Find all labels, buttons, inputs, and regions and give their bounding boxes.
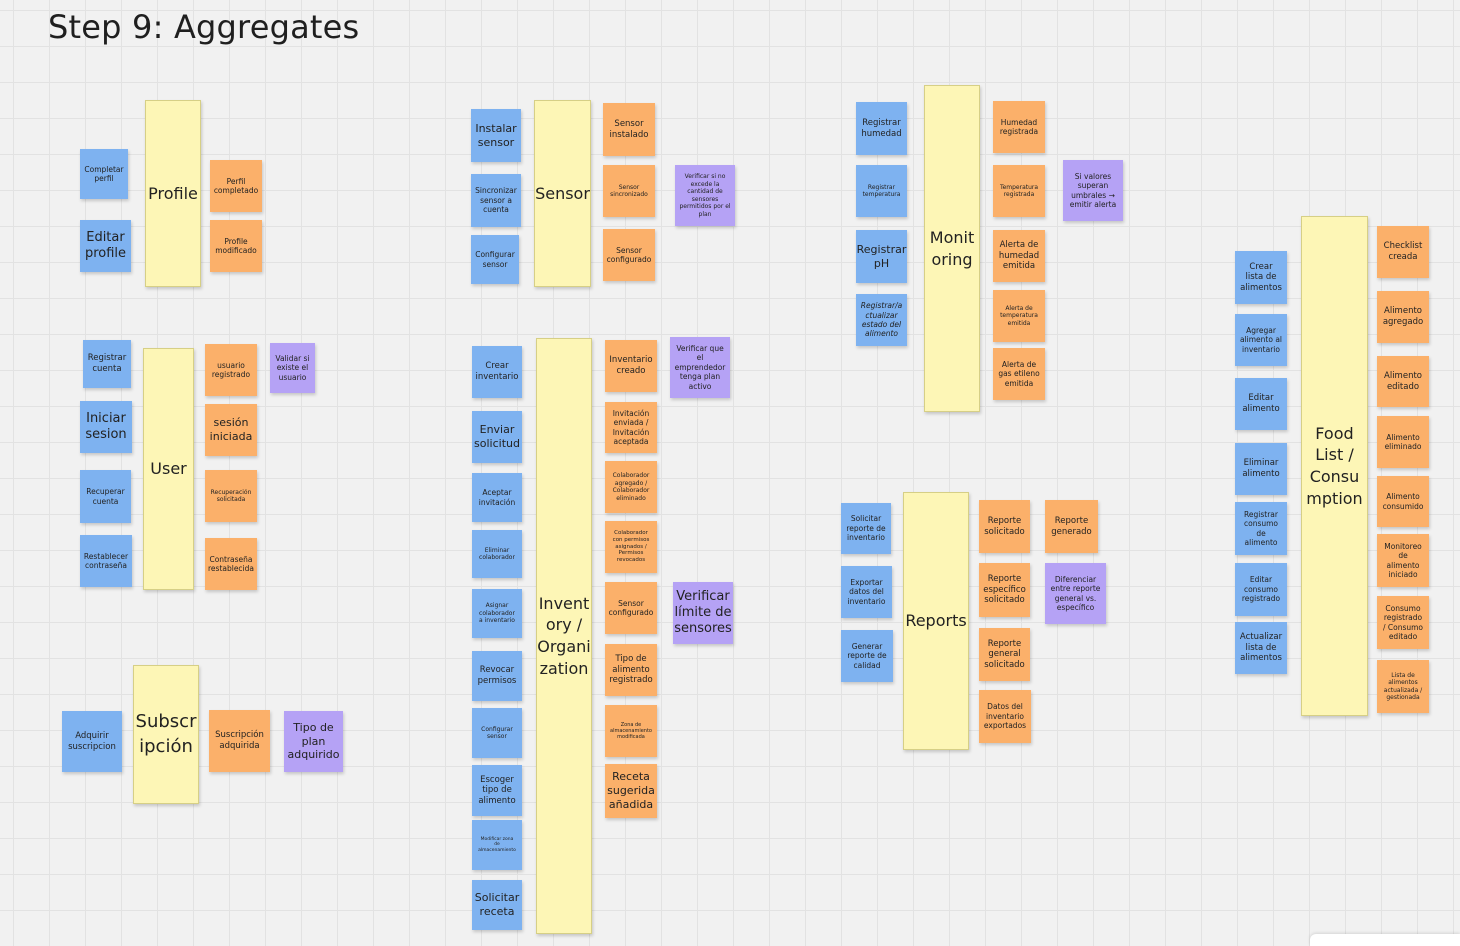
event-sticky[interactable]: Alimento editado [1377,356,1429,407]
event-sticky[interactable]: Checklist creada [1377,226,1429,278]
aggregate-sticky-user[interactable]: User [143,348,194,590]
event-sticky[interactable]: Sensor configurado [603,229,655,281]
command-sticky[interactable]: Sincronizar sensor a cuenta [471,174,521,227]
event-sticky[interactable]: Colaborador con permisos asignados / Per… [605,521,657,573]
event-sticky[interactable]: Temperatura registrada [993,165,1045,217]
command-sticky[interactable]: Solicitar reporte de inventario [841,503,891,554]
event-sticky[interactable]: Receta sugerida añadida [605,764,657,818]
command-sticky[interactable]: Restablecer contraseña [80,535,132,587]
command-sticky[interactable]: Registrar cuenta [83,340,131,388]
command-sticky[interactable]: Exportar datos del inventario [841,566,892,618]
event-sticky[interactable]: Recuperación solicitada [205,470,257,522]
event-sticky[interactable]: Alimento consumido [1377,476,1429,527]
command-sticky[interactable]: Registrar pH [856,230,907,283]
policy-sticky[interactable]: Verificar si no excede la cantidad de se… [675,165,735,226]
policy-sticky[interactable]: Si valores superan umbrales → emitir ale… [1063,160,1123,221]
command-sticky[interactable]: Configurar sensor [471,235,519,284]
aggregate-sticky-sensor[interactable]: Sensor [534,100,591,287]
command-sticky[interactable]: Generar reporte de calidad [841,630,893,682]
command-sticky[interactable]: Crear inventario [472,346,522,398]
event-sticky[interactable]: Datos del inventario exportados [979,690,1031,743]
command-sticky[interactable]: Crear lista de alimentos [1235,251,1287,304]
command-sticky[interactable]: Completar perfil [80,149,128,199]
event-sticky[interactable]: Tipo de alimento registrado [605,644,657,696]
event-sticky[interactable]: sesión iniciada [205,404,257,456]
event-sticky[interactable]: Zona de almacenamiento modificada [605,705,657,757]
command-sticky[interactable]: Registrar humedad [856,102,907,155]
command-sticky[interactable]: Modificar zona de almacenamiento [472,820,522,870]
command-sticky[interactable]: Eliminar colaborador [472,530,522,578]
command-sticky[interactable]: Configurar sensor [472,708,522,758]
event-sticky[interactable]: Profile modificado [210,220,262,272]
board-title: Step 9: Aggregates [48,8,360,46]
board-toolbar-corner[interactable] [1310,934,1460,946]
event-sticky[interactable]: Alimento eliminado [1377,416,1429,468]
command-sticky[interactable]: Registrar consumo de alimento [1235,502,1287,555]
event-sticky[interactable]: Alerta de temperatura emitida [993,290,1045,342]
command-sticky[interactable]: Actualizar lista de alimentos [1235,622,1287,674]
event-sticky[interactable]: Alerta de gas etileno emitida [993,348,1045,400]
policy-sticky[interactable]: Verificar límite de sensores [673,582,733,644]
aggregate-sticky-inventory[interactable]: Invent ory / Organi zation [536,338,592,934]
aggregate-sticky-foodlist[interactable]: Food List / Consu mption [1301,216,1368,716]
event-sticky[interactable]: Monitoreo de alimento iniciado [1377,534,1429,587]
event-sticky[interactable]: Alimento agregado [1377,291,1429,343]
command-sticky[interactable]: Adquirir suscripcion [62,711,122,772]
event-sticky[interactable]: Reporte general solicitado [979,628,1030,681]
event-sticky[interactable]: Sensor instalado [603,103,655,156]
event-sticky[interactable]: usuario registrado [205,344,257,396]
event-sticky[interactable]: Contraseña restablecida [205,538,257,590]
event-sticky[interactable]: Invitación enviada / Invitación aceptada [605,402,657,453]
event-sticky[interactable]: Suscripción adquirida [209,710,270,772]
command-sticky[interactable]: Eliminar alimento [1235,443,1287,495]
event-sticky[interactable]: Reporte generado [1045,500,1098,553]
aggregate-sticky-reports[interactable]: Reports [903,492,969,750]
event-sticky[interactable]: Colaborador agregado / Colaborador elimi… [605,461,657,513]
command-sticky[interactable]: Registrar temperatura [856,165,907,217]
command-sticky[interactable]: Registrar/a ctualizar estado del aliment… [856,294,907,346]
event-sticky[interactable]: Perfil completado [210,160,262,212]
command-sticky[interactable]: Iniciar sesion [80,401,132,453]
command-sticky[interactable]: Aceptar invitación [472,473,522,522]
aggregate-sticky-subscription[interactable]: Subscr ipción [133,665,199,804]
event-sticky[interactable]: Humedad registrada [993,101,1045,153]
command-sticky[interactable]: Agregar alimento al inventario [1235,314,1287,366]
command-sticky[interactable]: Editar consumo registrado [1235,563,1287,616]
command-sticky[interactable]: Instalar sensor [471,109,521,162]
event-sticky[interactable]: Sensor sincronizado [603,165,655,217]
event-sticky[interactable]: Alerta de humedad emitida [993,230,1045,282]
policy-sticky[interactable]: Tipo de plan adquirido [284,711,343,772]
event-sticky[interactable]: Lista de alimentos actualizada / gestion… [1377,660,1429,713]
command-sticky[interactable]: Recuperar cuenta [80,470,131,523]
command-sticky[interactable]: Enviar solicitud [472,411,522,463]
event-sticky[interactable]: Consumo registrado / Consumo editado [1377,596,1429,649]
command-sticky[interactable]: Asignar colaborador a inventario [472,589,522,638]
event-sticky[interactable]: Reporte solicitado [979,500,1030,553]
policy-sticky[interactable]: Verificar que el emprendedor tenga plan … [670,337,730,398]
event-sticky[interactable]: Reporte específico solicitado [979,563,1030,617]
command-sticky[interactable]: Editar alimento [1235,378,1287,430]
command-sticky[interactable]: Editar profile [80,220,131,272]
event-sticky[interactable]: Sensor configurado [605,582,657,634]
policy-sticky[interactable]: Validar si existe el usuario [270,343,315,393]
command-sticky[interactable]: Solicitar receta [472,880,522,930]
command-sticky[interactable]: Revocar permisos [472,651,522,701]
policy-sticky[interactable]: Diferenciar entre reporte general vs. es… [1045,563,1106,624]
command-sticky[interactable]: Escoger tipo de alimento [472,765,522,816]
aggregate-sticky-monitoring[interactable]: Monit oring [924,85,980,412]
event-sticky[interactable]: Inventario creado [605,340,657,392]
aggregate-sticky-profile[interactable]: Profile [145,100,201,287]
